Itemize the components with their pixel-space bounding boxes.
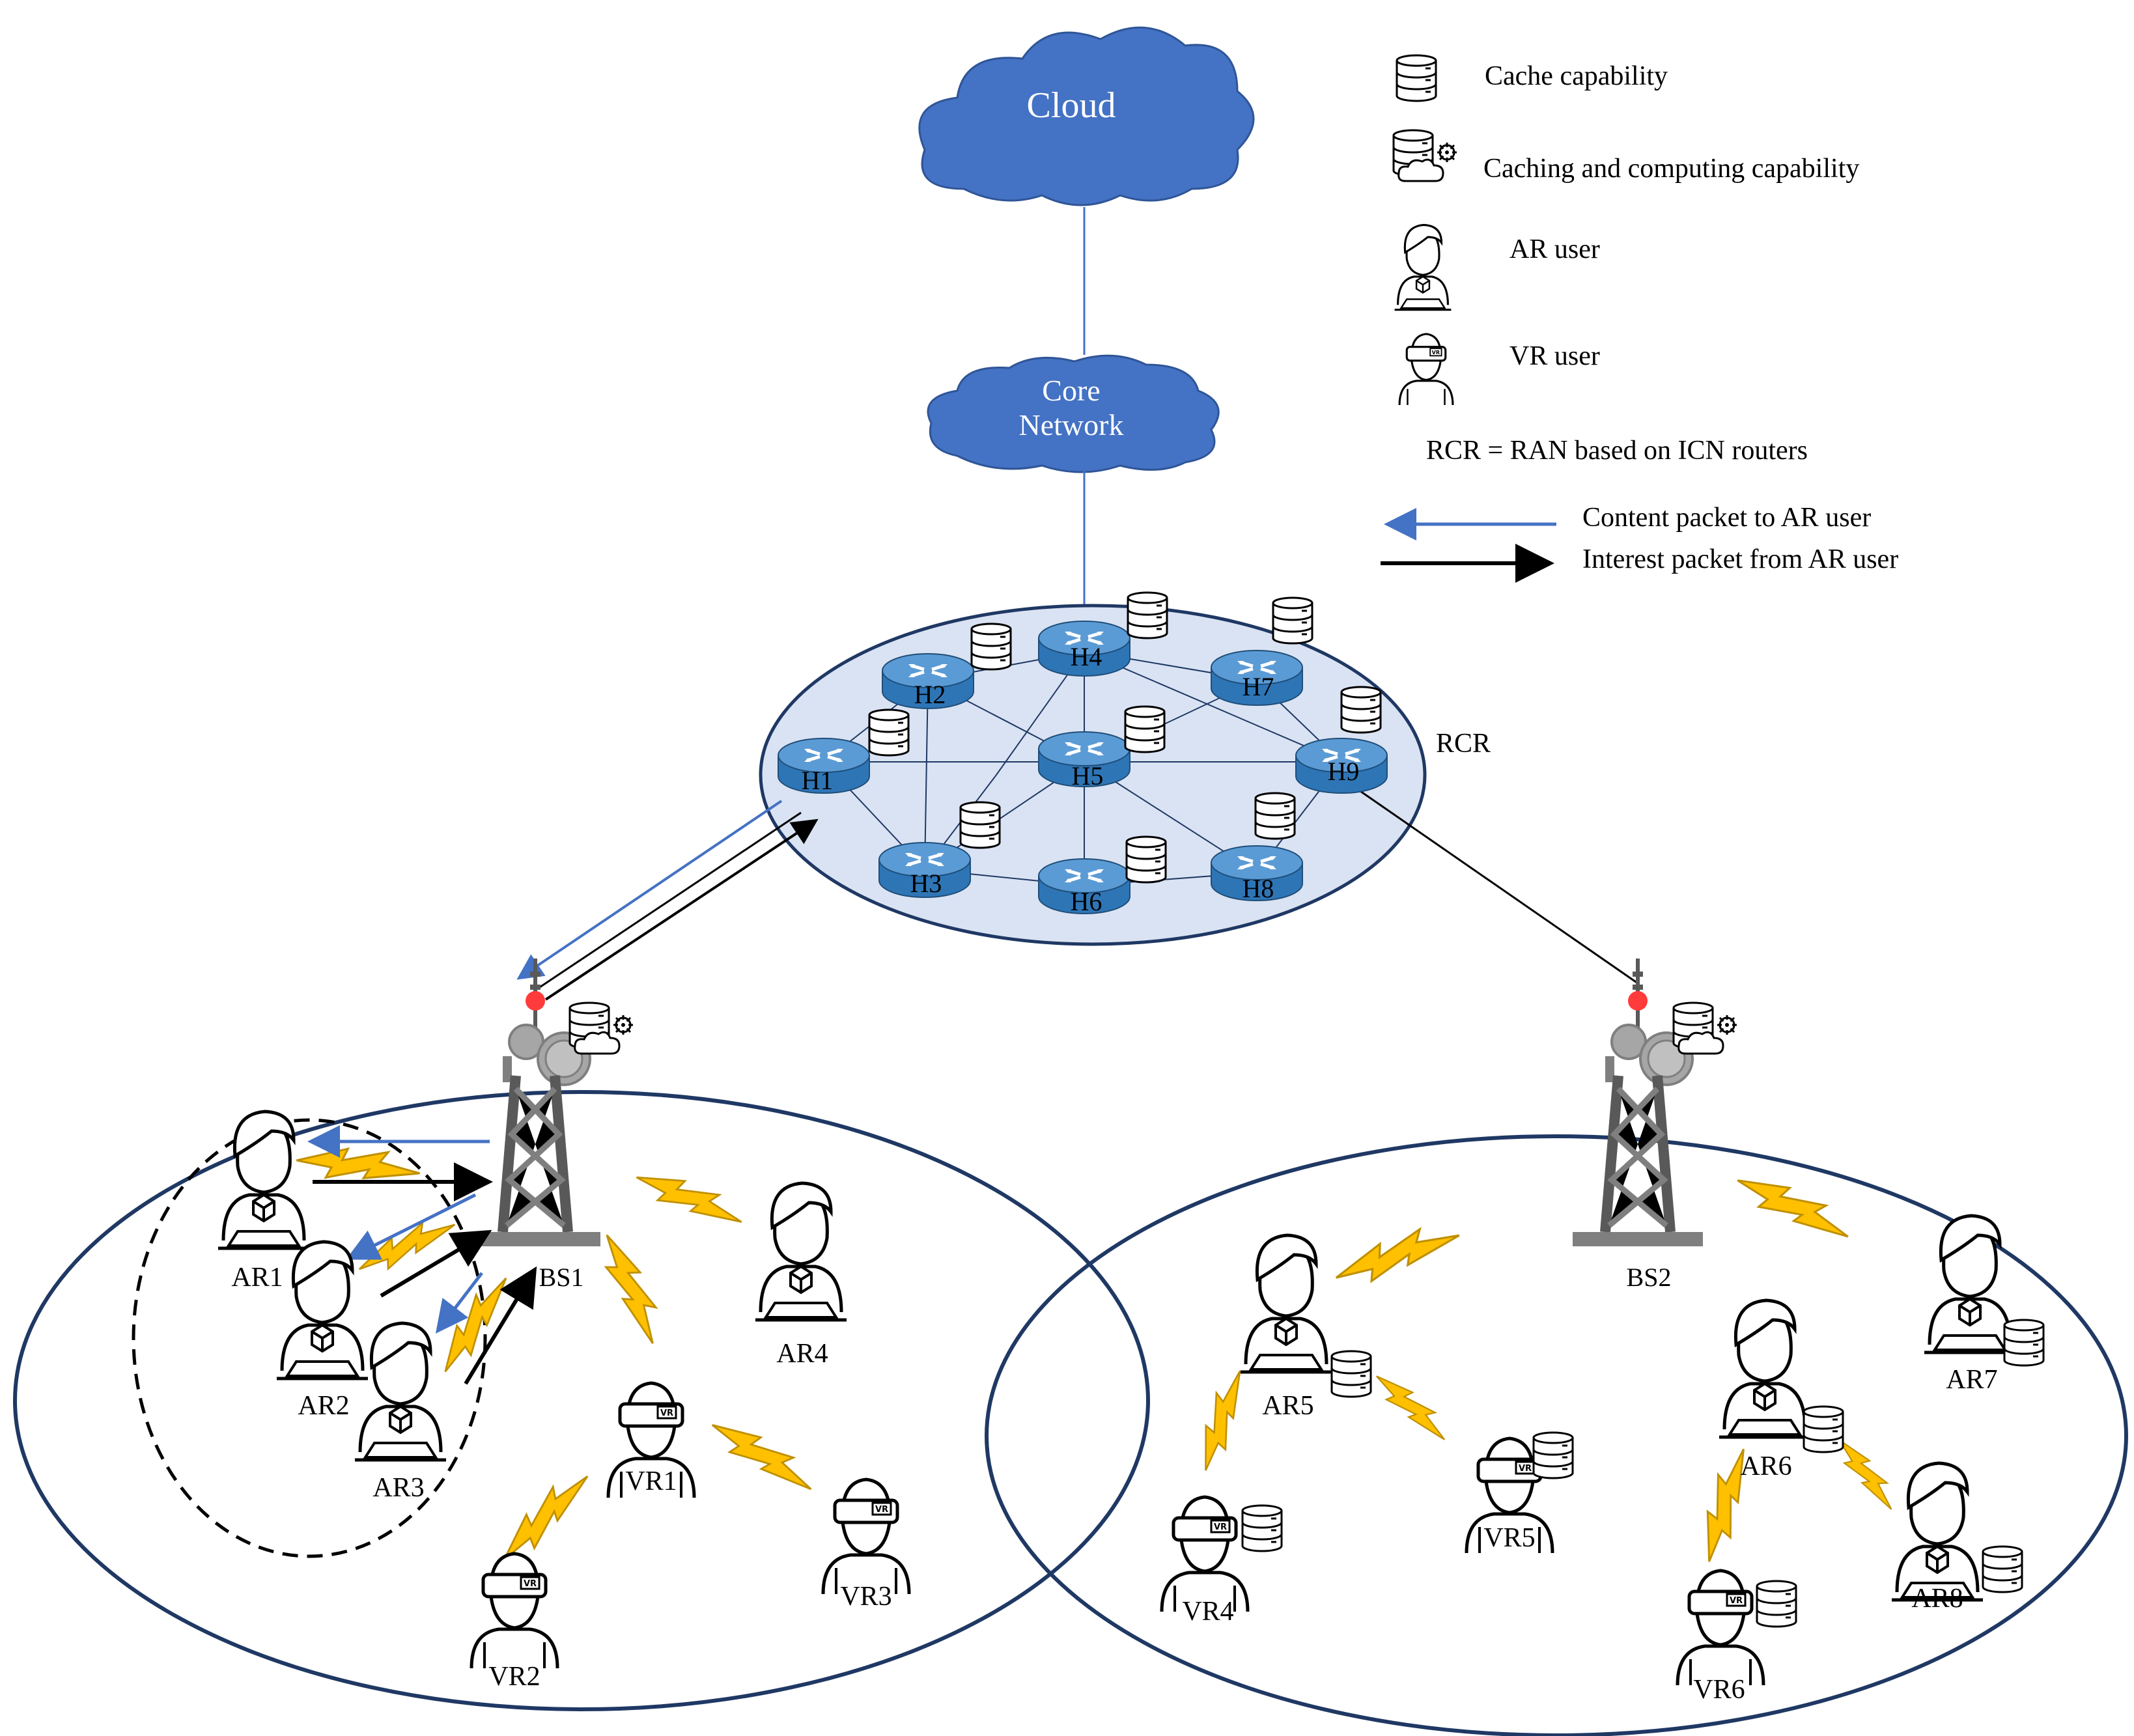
cache-icon-vr5 (1532, 1431, 1574, 1479)
core-network-cloud (927, 354, 1220, 473)
user-ar2 (277, 1242, 368, 1379)
station-label-bs2: BS2 (1627, 1263, 1672, 1292)
user-ar1 (218, 1112, 309, 1248)
cache-icon-ar8 (1982, 1545, 2023, 1593)
legend-cache-label: Cache capability (1485, 61, 1668, 91)
router-label-h9: H9 (1328, 757, 1360, 786)
user-label-ar5: AR5 (1262, 1391, 1313, 1421)
cache-icon-h6 (1125, 835, 1167, 884)
router-label-h2: H2 (914, 680, 946, 709)
cache-icon-h2 (970, 623, 1012, 671)
cache-icon-h1 (868, 708, 910, 757)
cache-icon-vr6 (1756, 1580, 1797, 1628)
wireless-link-vr1 (592, 1228, 672, 1349)
cell-bs1 (13, 1090, 1150, 1711)
cache-icon-h7 (1272, 596, 1313, 645)
interest-packet-ar2 (380, 1229, 492, 1298)
user-ar6 (1719, 1300, 1810, 1437)
station-label-bs1: BS1 (539, 1263, 584, 1292)
user-ar3 (355, 1323, 446, 1460)
bs1-edge-server-icon (570, 1003, 633, 1054)
user-label-vr6: VR6 (1693, 1675, 1745, 1705)
user-ar4 (755, 1183, 847, 1320)
router-label-h3: H3 (910, 869, 942, 898)
wireless-link-ar4 (630, 1164, 750, 1231)
user-label-ar6: AR6 (1740, 1451, 1791, 1481)
legend-content-label: Content packet to AR user (1582, 503, 1871, 533)
router-label-h1: H1 (802, 766, 834, 795)
cache-icon-h5 (1124, 705, 1166, 753)
user-label-ar8: AR8 (1911, 1584, 1963, 1614)
user-label-vr4: VR4 (1182, 1597, 1233, 1627)
ar-group-cluster (132, 1118, 487, 1558)
user-label-vr5: VR5 (1483, 1523, 1535, 1553)
interest-packet-bs1-h1-b (544, 819, 819, 1001)
router-label-h8: H8 (1242, 874, 1274, 903)
cache-icon-h9 (1340, 686, 1382, 734)
bs2-edge-server-icon (1674, 1003, 1737, 1054)
user-label-ar7: AR7 (1946, 1365, 1997, 1395)
cache-icon-vr4 (1241, 1504, 1283, 1552)
content-packet-ar3 (435, 1272, 483, 1334)
router-label-h4: H4 (1071, 642, 1102, 671)
user-vr2 (471, 1554, 557, 1668)
content-packet-h1-bs1 (516, 800, 783, 980)
core-label-line1: Core (1042, 374, 1100, 407)
wireless-link-ar7 (1730, 1166, 1858, 1246)
wireless-link-vr3 (703, 1412, 822, 1498)
legend-cache-compute-icon (1394, 130, 1457, 181)
user-label-ar4: AR4 (776, 1339, 828, 1369)
h9-bs2-link (1341, 777, 1638, 985)
legend-interest-label: Interest packet from AR user (1582, 544, 1898, 574)
user-label-vr1: VR1 (625, 1466, 677, 1496)
rcr-label: RCR (1436, 729, 1491, 759)
content-packet-ar2 (346, 1193, 477, 1260)
wireless-link-vr4 (1193, 1365, 1248, 1476)
tower-bs1 (470, 959, 600, 1246)
user-ar5 (1241, 1235, 1332, 1372)
legend-cache-compute-label: Caching and computing capability (1483, 154, 1859, 184)
cache-icon-h4 (1127, 591, 1168, 639)
cloud-label: Cloud (1027, 85, 1116, 126)
legend-ar-user-icon (1394, 223, 1452, 311)
user-vr4 (1162, 1497, 1248, 1612)
legend-vr-user-label: VR user (1509, 341, 1600, 371)
router-label-h7: H7 (1242, 672, 1274, 701)
user-label-ar2: AR2 (298, 1391, 349, 1421)
wireless-link-vr5 (1368, 1367, 1455, 1446)
cloud (918, 26, 1255, 206)
cache-icon-h3 (959, 801, 1001, 849)
cache-icon-ar5 (1330, 1350, 1372, 1398)
user-label-vr3: VR3 (840, 1582, 892, 1612)
router-label-h5: H5 (1072, 761, 1104, 791)
interest-packet-bs1-h1-a (533, 811, 802, 992)
cache-icon-ar6 (1803, 1405, 1844, 1453)
wireless-link-ar5 (1329, 1214, 1464, 1295)
cache-icon-ar7 (2003, 1319, 2045, 1367)
user-ar8 (1892, 1463, 1983, 1600)
legend-ar-user-label: AR user (1509, 234, 1600, 264)
user-ar7 (1924, 1216, 2015, 1352)
router-label-h6: H6 (1071, 887, 1102, 916)
user-vr6 (1678, 1571, 1763, 1685)
user-vr3 (823, 1479, 909, 1594)
legend-cache-icon (1396, 54, 1437, 102)
legend-rcr-definition: RCR = RAN based on ICN routers (1426, 436, 1808, 466)
cache-icon-h8 (1254, 792, 1296, 840)
user-label-ar3: AR3 (372, 1473, 424, 1503)
wireless-link-ar2 (352, 1208, 460, 1282)
user-label-vr2: VR2 (488, 1662, 540, 1692)
tower-bs2 (1573, 959, 1703, 1246)
legend-vr-user-icon (1398, 333, 1454, 406)
cell-bs2 (985, 1134, 2128, 1736)
core-label-line2: Network (1019, 408, 1124, 441)
interest-packet-ar3 (464, 1266, 537, 1385)
user-label-ar1: AR1 (231, 1263, 283, 1293)
